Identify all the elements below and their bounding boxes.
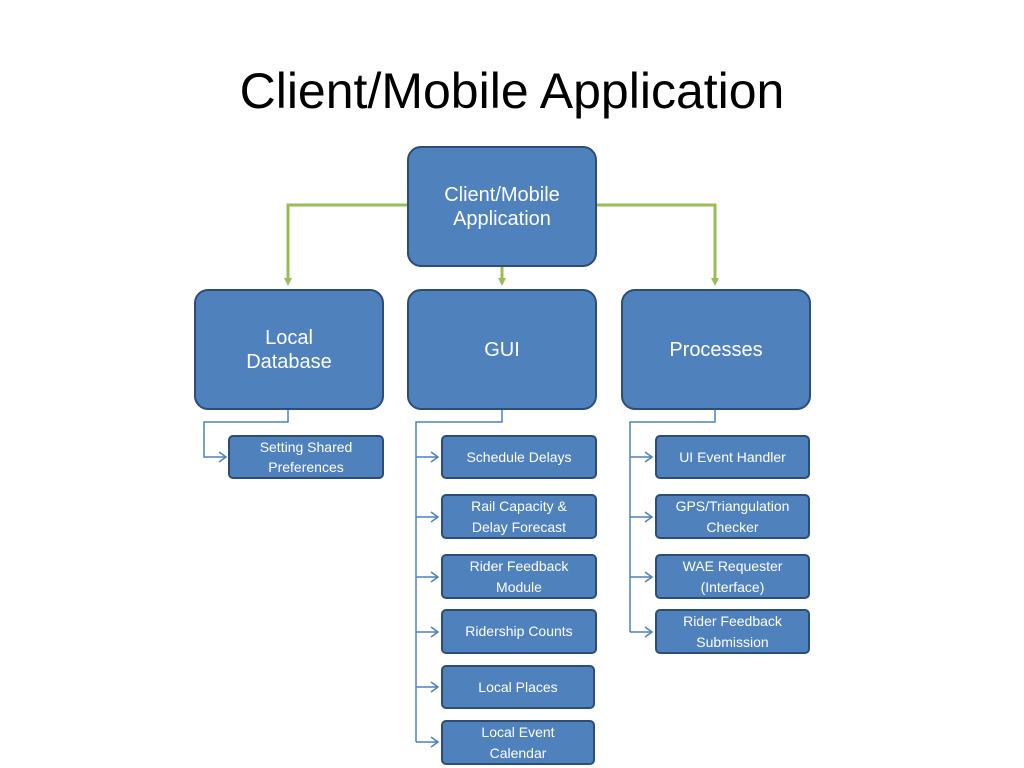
ridership-counts-node: Ridership Counts [441, 609, 597, 654]
local-database-connector [203, 410, 289, 458]
local-places-node: Local Places [441, 665, 595, 709]
schedule-delays-node: Schedule Delays [441, 435, 597, 479]
gui-branch-4 [416, 626, 440, 638]
gui-branch-1 [416, 451, 440, 463]
rail-capacity-node: Rail Capacity & Delay Forecast [441, 494, 597, 539]
gui-trunk [415, 410, 503, 742]
setting-shared-preferences-node: Setting Shared Preferences [228, 435, 384, 479]
processes-branch-4 [630, 626, 654, 638]
local-database-node: Local Database [194, 289, 384, 410]
gui-branch-6 [416, 736, 440, 748]
rider-feedback-module-node: Rider Feedback Module [441, 554, 597, 599]
leaf-connectors [203, 410, 716, 748]
processes-branch-1 [630, 451, 654, 463]
gui-branch-5 [416, 681, 440, 693]
gui-branch-3 [416, 571, 440, 583]
wae-requester-node: WAE Requester (Interface) [655, 554, 810, 599]
root-node: Client/Mobile Application [407, 146, 597, 267]
local-event-calendar-node: Local Event Calendar [441, 720, 595, 765]
gui-branch-2 [416, 511, 440, 523]
ui-event-handler-node: UI Event Handler [655, 435, 810, 479]
root-to-processes-connector [596, 203, 719, 286]
processes-branch-3 [630, 571, 654, 583]
processes-node: Processes [621, 289, 811, 410]
processes-branch-2 [630, 511, 654, 523]
page-title: Client/Mobile Application [239, 63, 785, 119]
root-to-local-database-connector [284, 203, 408, 286]
gui-node: GUI [407, 289, 597, 410]
rider-feedback-submission-node: Rider Feedback Submission [655, 609, 810, 654]
gps-triangulation-checker-node: GPS/Triangulation Checker [655, 494, 810, 539]
root-connectors [284, 203, 719, 286]
local-database-arrowhead [218, 451, 228, 463]
processes-trunk [629, 410, 716, 632]
